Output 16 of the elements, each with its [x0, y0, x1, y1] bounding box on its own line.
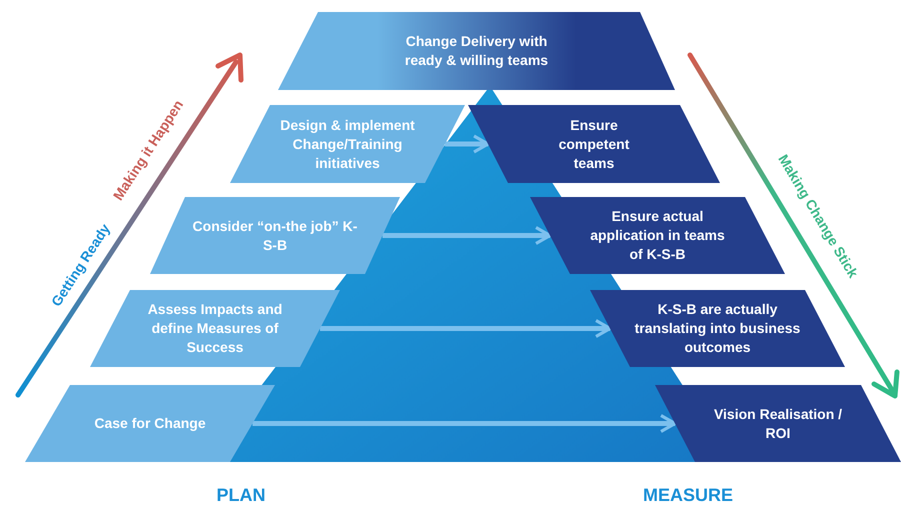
arrow	[320, 318, 612, 338]
step-text: Case for Change	[94, 414, 206, 433]
arrow	[382, 226, 552, 246]
arrow	[252, 414, 677, 434]
arrow	[445, 134, 490, 154]
step-text: K-S-B are actually translating into business outcomes	[634, 300, 802, 357]
column-label: PLAN	[216, 484, 266, 506]
step-text: Change Delivery with ready & willing teams	[404, 32, 550, 70]
step-text: Consider “on-the job” K-S-B	[192, 216, 358, 254]
step-box	[655, 385, 901, 462]
step-text: Ensure actual application in teams of K-S-B	[589, 207, 726, 264]
column-label: MEASURE	[643, 484, 734, 506]
step-text: Assess Impacts and define Measures of Success	[146, 300, 284, 357]
step-text: Vision Realisation / ROI	[712, 404, 844, 442]
step-text: Ensure competent teams	[558, 116, 630, 172]
step-text: Design & implement Change/Training initiatives	[279, 116, 416, 172]
